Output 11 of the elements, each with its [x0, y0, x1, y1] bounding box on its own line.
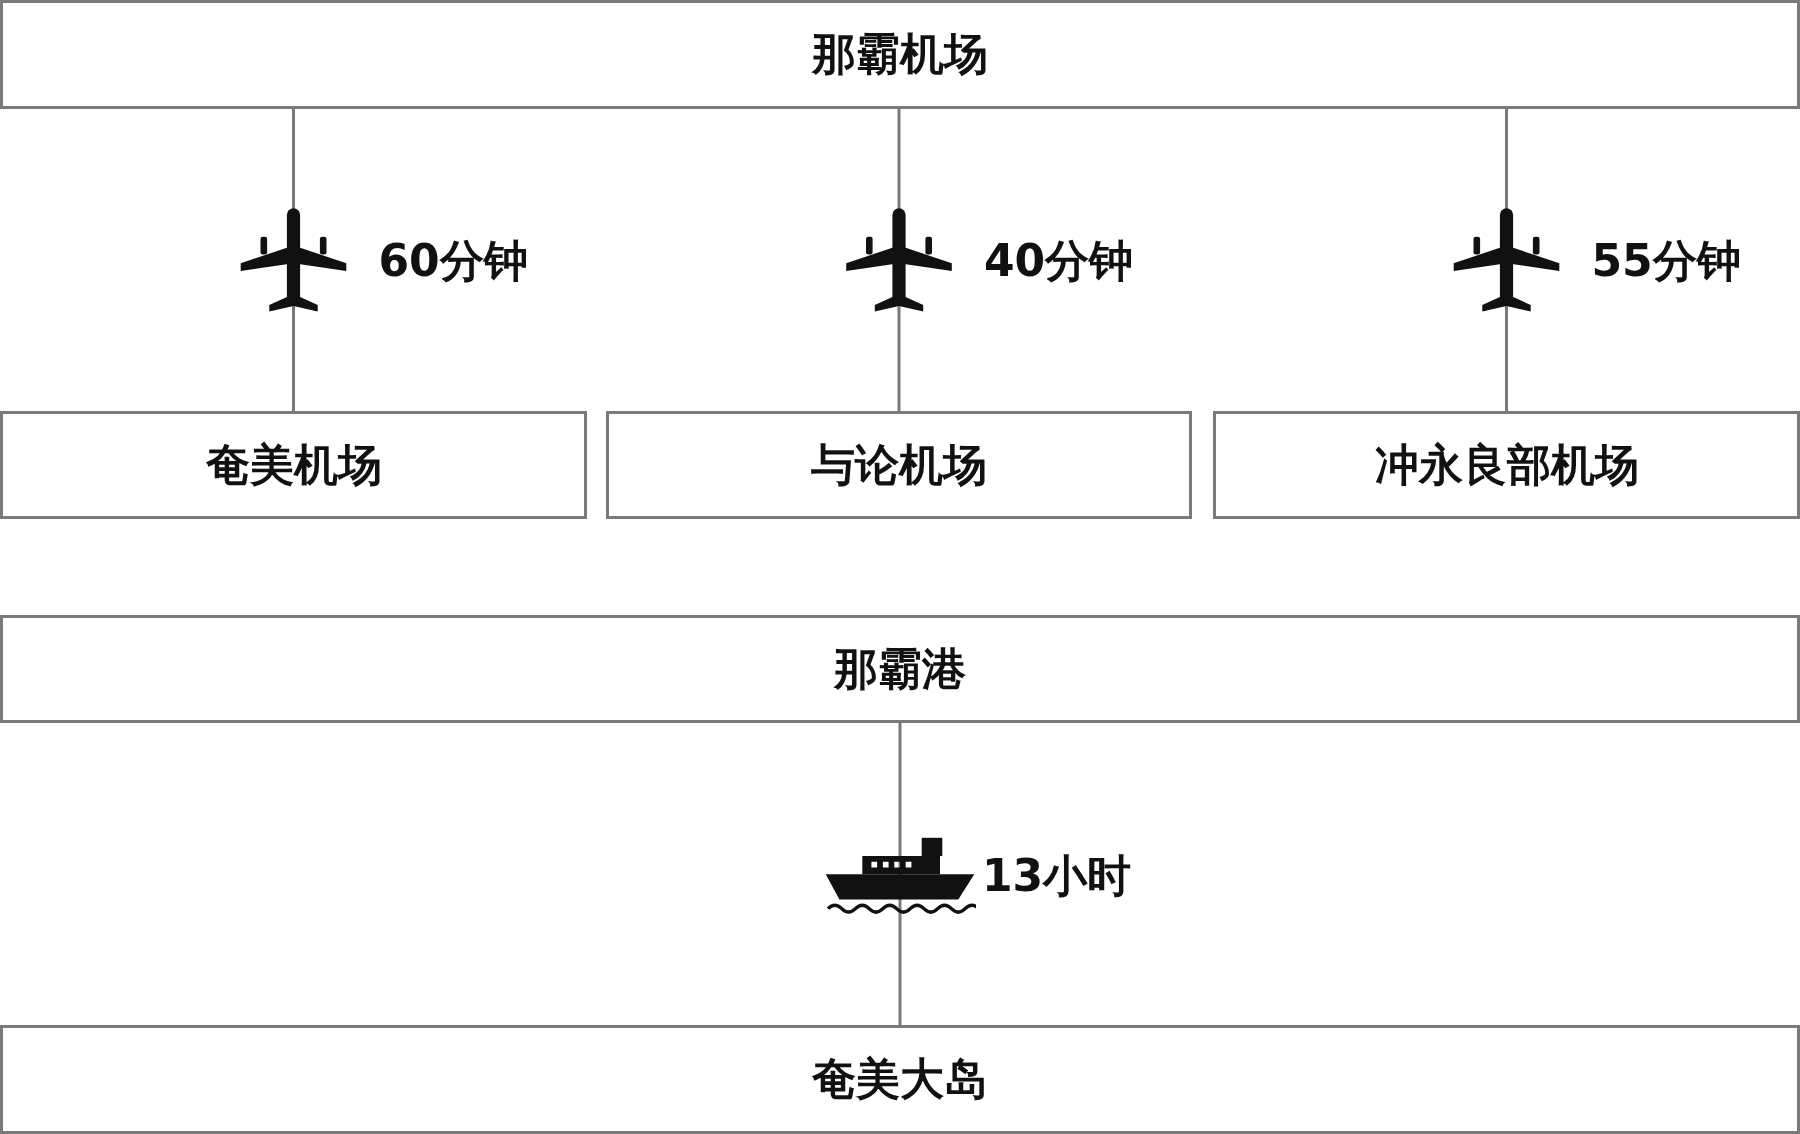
- duration-label: 60分钟: [378, 233, 528, 288]
- place-box: 奄美大岛: [0, 1025, 1800, 1134]
- place-box: 与论机场: [606, 411, 1192, 519]
- place-box: 奄美机场: [0, 411, 587, 519]
- duration-label: 40分钟: [984, 233, 1134, 288]
- duration-label: 13小时: [982, 848, 1132, 902]
- place-box: 冲永良部机场: [1213, 411, 1800, 519]
- place-box: 那霸港: [0, 615, 1800, 723]
- duration-label: 55分钟: [1591, 233, 1741, 288]
- place-box: 那霸机场: [0, 0, 1800, 109]
- connector-line: [898, 723, 902, 1025]
